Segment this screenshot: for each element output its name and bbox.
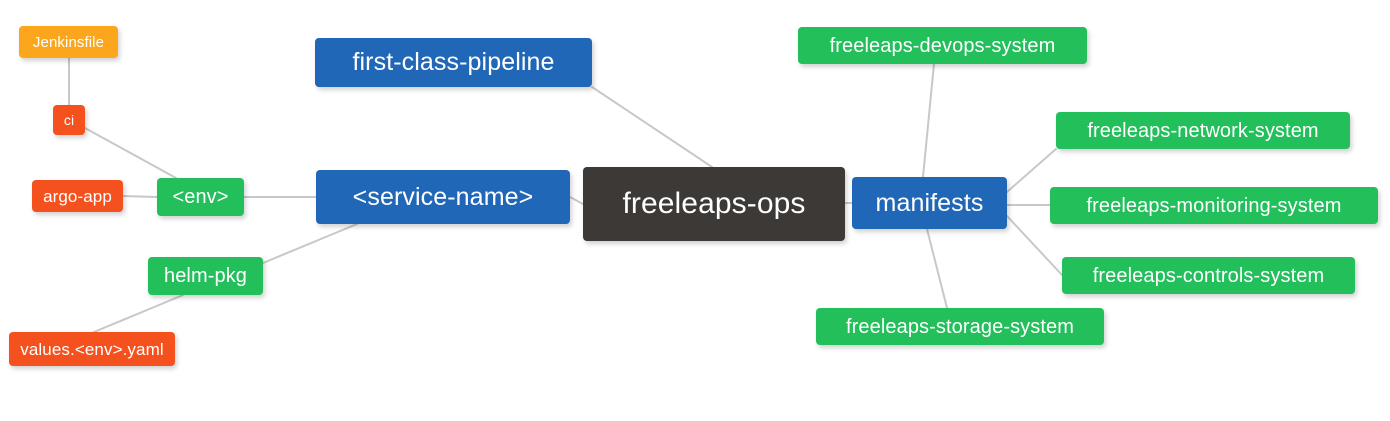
mindmap-node-label-values-yaml: values.<env>.yaml <box>20 339 164 359</box>
mindmap-node-label-freeleaps-controls-system: freeleaps-controls-system <box>1092 264 1325 287</box>
mindmap-node-label-freeleaps-storage-system: freeleaps-storage-system <box>845 315 1075 338</box>
mindmap-edge-service-name-to-helm-pkg <box>262 223 358 264</box>
mindmap-edge-helm-pkg-to-values-yaml <box>93 294 184 333</box>
mindmap-node-label-manifests: manifests <box>875 188 984 217</box>
mindmap-node-service-name[interactable]: <service-name> <box>316 170 570 224</box>
mindmap-edge-manifests-to-freeleaps-devops-system <box>922 63 935 178</box>
mindmap-node-helm-pkg[interactable]: helm-pkg <box>148 257 263 295</box>
mindmap-node-label-freeleaps-ops: freeleaps-ops <box>622 187 806 220</box>
mindmap-node-label-jenkinsfile: Jenkinsfile <box>32 33 105 51</box>
mindmap-node-freeleaps-ops[interactable]: freeleaps-ops <box>583 167 845 241</box>
mindmap-node-manifests[interactable]: manifests <box>852 177 1007 229</box>
mindmap-edge-freeleaps-ops-to-first-class-pipeline <box>591 86 713 168</box>
mindmap-node-first-class-pipeline[interactable]: first-class-pipeline <box>315 38 592 87</box>
mindmap-node-label-first-class-pipeline: first-class-pipeline <box>352 48 555 76</box>
mindmap-node-label-freeleaps-monitoring-system: freeleaps-monitoring-system <box>1086 194 1342 217</box>
mindmap-node-label-ci: ci <box>63 112 75 128</box>
mindmap-node-jenkinsfile[interactable]: Jenkinsfile <box>19 26 118 58</box>
mindmap-node-label-freeleaps-network-system: freeleaps-network-system <box>1087 119 1319 142</box>
mindmap-node-freeleaps-storage-system[interactable]: freeleaps-storage-system <box>816 308 1104 345</box>
mindmap-node-label-env: <env> <box>172 186 229 208</box>
mindmap-edge-freeleaps-ops-to-service-name <box>569 196 584 205</box>
mindmap-node-label-argo-app: argo-app <box>43 186 112 206</box>
mindmap-node-values-yaml[interactable]: values.<env>.yaml <box>9 332 175 366</box>
mindmap-edge-env-to-ci <box>84 127 177 179</box>
mindmap-node-argo-app[interactable]: argo-app <box>32 180 123 212</box>
mindmap-node-freeleaps-controls-system[interactable]: freeleaps-controls-system <box>1062 257 1355 294</box>
mindmap-node-env[interactable]: <env> <box>157 178 244 216</box>
mindmap-edge-manifests-to-freeleaps-storage-system <box>926 228 948 309</box>
mindmap-node-freeleaps-monitoring-system[interactable]: freeleaps-monitoring-system <box>1050 187 1378 224</box>
mindmap-edge-env-to-argo-app <box>122 195 158 198</box>
mindmap-node-label-helm-pkg: helm-pkg <box>163 265 248 287</box>
mindmap-node-freeleaps-network-system[interactable]: freeleaps-network-system <box>1056 112 1350 149</box>
mindmap-node-freeleaps-devops-system[interactable]: freeleaps-devops-system <box>798 27 1087 64</box>
mindmap-edge-manifests-to-freeleaps-network-system <box>1006 148 1057 193</box>
mindmap-edge-manifests-to-freeleaps-controls-system <box>1006 215 1063 276</box>
mindmap-node-label-service-name: <service-name> <box>352 182 534 211</box>
mindmap-node-label-freeleaps-devops-system: freeleaps-devops-system <box>829 34 1056 57</box>
mindmap-node-ci[interactable]: ci <box>53 105 85 135</box>
